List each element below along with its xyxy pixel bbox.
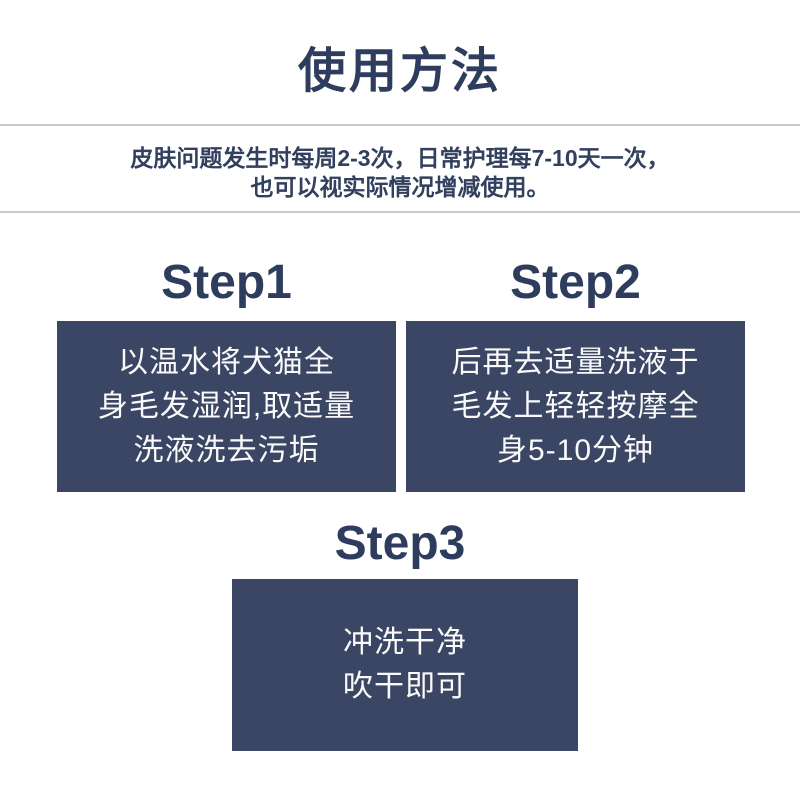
step1-instruction-text: 以温水将犬猫全 身毛发湿润,取适量 洗液洗去污垢 [97,345,356,467]
usage-frequency-subtitle: 皮肤问题发生时每周2-3次，日常护理每7-10天一次， 也可以视实际情况增减使用… [130,145,670,200]
step2-instruction-text: 后再去适量洗液于 毛发上轻轻按摩全 身5-10分钟 [451,345,700,467]
step3-heading: Step3 [334,517,466,570]
step1-card: 以温水将犬猫全 身毛发湿润,取适量 洗液洗去污垢 [57,321,396,492]
page-title: 使用方法 [297,45,502,98]
step3-card: 冲洗干净 吹干即可 [232,579,578,751]
divider-bottom [0,211,800,213]
step3-instruction-text: 冲洗干净 吹干即可 [343,626,467,703]
step2-card: 后再去适量洗液于 毛发上轻轻按摩全 身5-10分钟 [406,321,745,492]
divider-top [0,124,800,126]
step1-heading: Step1 [161,256,292,309]
step2-heading: Step2 [510,256,641,309]
